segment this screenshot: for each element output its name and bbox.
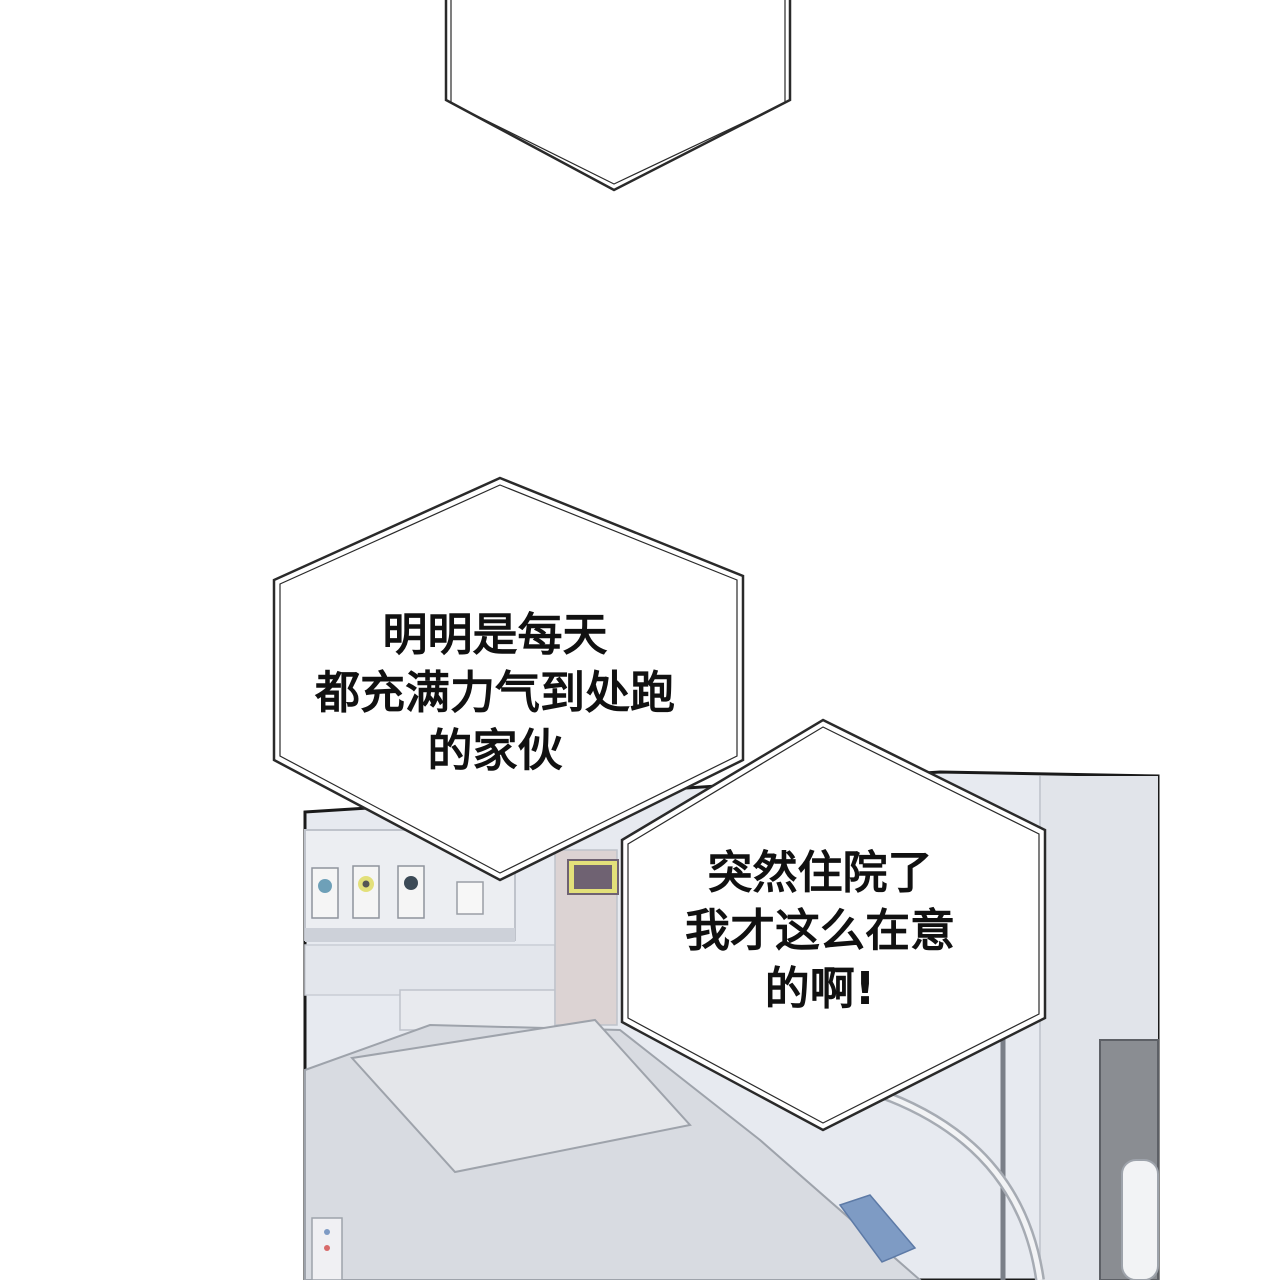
speech-bubble-2	[620, 718, 1047, 1132]
bubble-1-line-2: 都充满力气到处跑	[314, 666, 675, 719]
pillow	[350, 1018, 692, 1174]
blue-tag	[838, 1194, 917, 1263]
speech-bubble-top	[444, 0, 792, 192]
bubble-1-line-1: 明明是每天	[382, 608, 608, 661]
speech-bubble-1	[272, 476, 745, 882]
bubble-1-line-3: 的家伙	[427, 724, 563, 777]
bubble-1-text: 明明是每天 都充满力气到处跑 的家伙	[265, 606, 725, 780]
bubble-2-line-2: 我才这么在意	[684, 904, 955, 957]
blue-outlet-icon	[318, 879, 332, 893]
bubble-2-line-1: 突然住院了	[707, 846, 933, 899]
bubble-2-line-3: 的啊!	[764, 962, 876, 1015]
dark-outlet-icon	[404, 876, 418, 890]
bubble-2-text: 突然住院了 我才这么在意 的啊!	[620, 844, 1020, 1018]
